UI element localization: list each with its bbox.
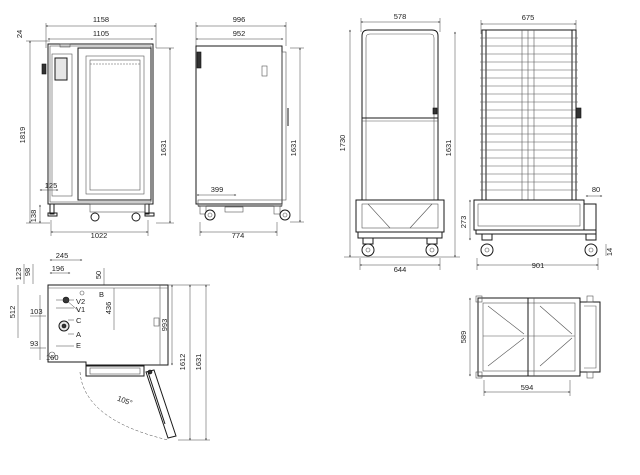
label-v1: V1 <box>76 305 85 314</box>
label-v2: V2 <box>76 297 85 306</box>
dim-trolley-front-width-top: 578 <box>394 12 407 21</box>
dim-front-top-offset: 24 <box>15 30 24 38</box>
dim-plan-50: 50 <box>94 271 103 279</box>
dim-trolley-side-small: 14 <box>605 248 614 256</box>
dim-front-leg-inset: 125 <box>45 181 58 190</box>
dim-plan-93: 93 <box>30 339 38 348</box>
dim-trolley-front-height-total: 1730 <box>338 135 347 152</box>
side-view: 996 952 399 1631 774 <box>195 15 304 240</box>
dim-plan-123: 123 <box>14 268 23 281</box>
dim-plan-160: 160 <box>46 353 59 362</box>
dim-plan-436: 436 <box>104 302 113 315</box>
dim-front-width-total: 1158 <box>93 15 109 24</box>
dim-plan-196: 196 <box>52 264 65 273</box>
dim-trolley-front-height-frame: 1631 <box>444 140 453 157</box>
label-a: A <box>76 330 81 339</box>
dim-side-wheel-offset: 399 <box>211 185 224 194</box>
dim-side-width-body: 952 <box>233 29 246 38</box>
dim-plan-98: 98 <box>23 268 32 276</box>
label-e: E <box>76 341 81 350</box>
trolley-plan-view: 589 594 <box>459 295 601 396</box>
dim-trolley-side-base-height: 273 <box>459 216 468 229</box>
dim-front-leg-height: 138 <box>29 210 38 223</box>
dim-plan-512: 512 <box>8 306 17 319</box>
trolley-front-view: 578 1730 1631 644 <box>338 12 460 274</box>
dim-plan-depth-total: 1631 <box>194 354 203 371</box>
dim-plan-245: 245 <box>56 251 69 260</box>
dim-plan-depth-open: 1612 <box>178 354 187 371</box>
rack-shelves <box>480 37 578 191</box>
plan-view: 245 196 50 123 98 B V2 V1 C A E 512 <box>8 251 210 441</box>
dim-plan-depth: 993 <box>160 319 169 332</box>
oven-body-side <box>195 45 283 205</box>
trolley-side-view: 675 <box>459 13 614 270</box>
dim-front-height-total: 1819 <box>18 127 27 144</box>
label-c: C <box>76 316 82 325</box>
oven-body-front <box>47 43 154 205</box>
dim-trolley-side-width-top: 675 <box>522 13 535 22</box>
dim-trolley-plan-depth: 589 <box>459 331 468 344</box>
dim-front-base-width: 1022 <box>91 231 108 240</box>
dim-trolley-front-base-width: 644 <box>394 265 407 274</box>
label-b: B <box>99 290 104 299</box>
dim-front-width-body: 1105 <box>93 29 109 38</box>
door-angle: 105° <box>116 394 134 408</box>
dim-trolley-side-base-width: 901 <box>532 261 545 270</box>
dim-trolley-plan-width: 594 <box>521 383 534 392</box>
dim-plan-103: 103 <box>30 307 43 316</box>
dim-front-height-door: 1631 <box>159 140 168 157</box>
dim-trolley-side-handle: 80 <box>592 185 600 194</box>
front-view: 1158 1105 1819 24 138 125 <box>15 15 174 240</box>
dim-side-height: 1631 <box>289 140 298 157</box>
dim-side-base-depth: 774 <box>232 231 245 240</box>
dim-side-width-total: 996 <box>233 15 246 24</box>
